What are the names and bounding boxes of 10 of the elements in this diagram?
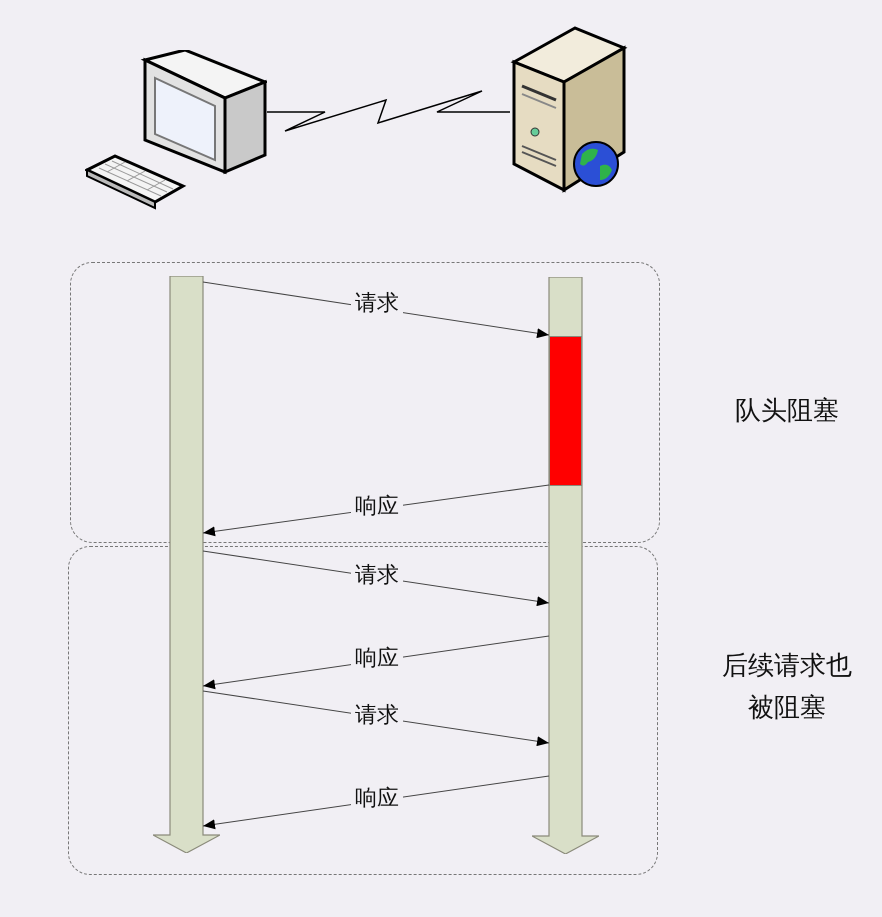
lightning-link <box>267 90 510 132</box>
lifeline-arrow <box>153 276 220 853</box>
edge-label: 请求 <box>351 291 403 316</box>
side-note: 队头阻塞 <box>734 395 840 428</box>
edge-label: 响应 <box>351 786 403 811</box>
edge-label: 响应 <box>351 494 403 519</box>
edge-label: 响应 <box>351 646 403 671</box>
edge-label: 请求 <box>351 703 403 728</box>
side-note: 后续请求也被阻塞 <box>721 650 853 725</box>
edge-label: 请求 <box>351 563 403 588</box>
